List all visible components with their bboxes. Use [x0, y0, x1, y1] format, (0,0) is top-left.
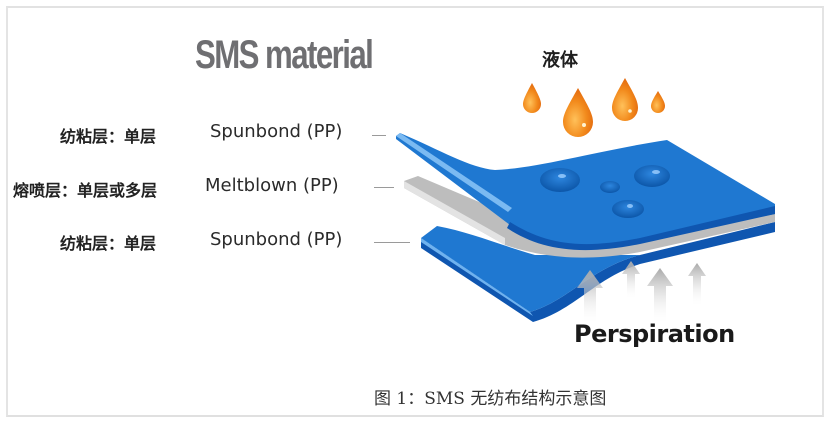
layer-3-leader-line: [374, 242, 410, 243]
water-bead-icon: [540, 168, 580, 192]
perspiration-arrows: [577, 261, 706, 325]
liquid-droplet-icon: [523, 83, 541, 113]
liquid-droplet-icon: [563, 88, 593, 137]
layer-1-en-label: Spunbond (PP): [210, 121, 343, 142]
liquid-droplet-icon: [612, 78, 638, 121]
layer-2-zh-label: 熔喷层：单层或多层: [13, 181, 158, 200]
layer-1-leader-line: [372, 135, 386, 136]
layer-1-zh-label: 纺粘层：单层: [60, 127, 157, 146]
liquid-label: 液体: [542, 50, 578, 71]
perspiration-arrow-icon: [647, 268, 673, 325]
perspiration-label: Perspiration: [574, 320, 735, 348]
water-bead-icon: [612, 200, 644, 218]
layer-3-en-label: Spunbond (PP): [210, 229, 343, 250]
perspiration-arrow-icon: [688, 263, 706, 307]
layer-2-leader-line: [374, 187, 394, 188]
bottom-spunbond-layer: [421, 222, 775, 322]
water-bead-icon: [600, 181, 620, 193]
meltblown-layer: [404, 176, 775, 258]
figure-title: SMS material: [195, 33, 374, 77]
layer-3-zh-label: 纺粘层：单层: [60, 234, 157, 253]
top-spunbond-layer: [396, 133, 775, 251]
water-bead-icon: [634, 165, 670, 187]
perspiration-arrow-icon: [577, 270, 603, 325]
liquid-droplets: [523, 78, 665, 137]
layer-2-en-label: Meltblown (PP): [205, 175, 339, 196]
figure-caption: 图 1：SMS 无纺布结构示意图: [374, 389, 607, 409]
liquid-droplet-icon: [651, 91, 665, 113]
perspiration-arrow-icon: [622, 261, 640, 300]
